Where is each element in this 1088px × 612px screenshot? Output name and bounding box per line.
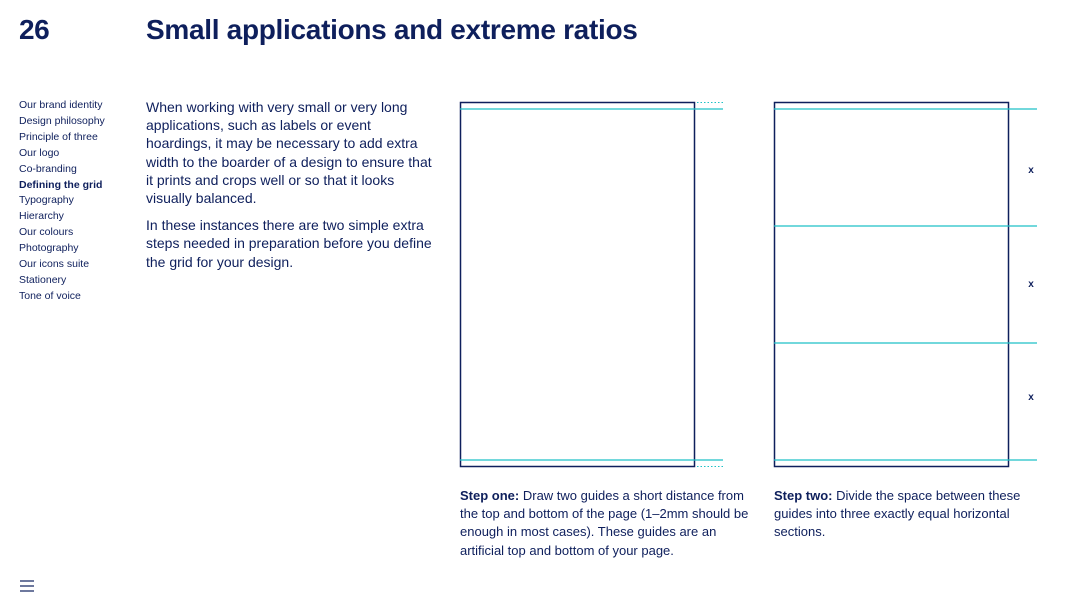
step-one-caption: Step one: Draw two guides a short distan… [460,487,750,560]
hamburger-menu-icon [20,580,34,592]
sidebar-item-photography[interactable]: Photography [19,242,79,255]
page-title: Small applications and extreme ratios [146,14,638,45]
sidebar-item-co-branding[interactable]: Co-branding [19,162,77,175]
sidebar-item-typography[interactable]: Typography [19,194,74,207]
page-number: 26 [19,14,50,45]
sidebar-item-design-philosophy[interactable]: Design philosophy [19,114,105,127]
page-outline [773,101,1010,468]
sidebar-item-stationery[interactable]: Stationery [19,273,67,286]
sidebar-item-tone-of-voice[interactable]: Tone of voice [19,289,81,302]
step-two-caption: Step two: Divide the space between these… [774,487,1044,542]
sidebar-item-our-logo[interactable]: Our logo [19,146,60,159]
menu-button[interactable] [19,578,35,594]
step-one-diagram [459,101,723,468]
page-outline [459,101,696,468]
sidebar-item-our-colours[interactable]: Our colours [19,226,74,239]
step-two-label: Step two: [774,488,833,503]
step-one-text: Draw two guides a short distance from th… [460,488,749,558]
sidebar-item-hierarchy[interactable]: Hierarchy [19,210,64,223]
intro-text: When working with very small or very lon… [146,98,438,280]
step-one-label: Step one: [460,488,520,503]
sidebar-item-our-icons-suite[interactable]: Our icons suite [19,258,90,271]
sidebar-item-our-brand-identity[interactable]: Our brand identity [19,99,103,111]
intro-paragraph: In these instances there are two simple … [146,217,432,270]
step-two-diagram: x x x [773,101,1037,468]
section-mark: x [1028,165,1034,176]
sidebar-nav: Our brand identity Design philosophy Pri… [19,98,129,305]
section-mark: x [1028,279,1034,290]
sidebar-item-defining-the-grid[interactable]: Defining the grid [19,178,103,191]
section-mark: x [1028,392,1034,403]
intro-paragraph: When working with very small or very lon… [146,99,432,207]
step-two-text: Divide the space between these guides in… [774,488,1021,540]
sidebar-item-principle-of-three[interactable]: Principle of three [19,130,98,143]
